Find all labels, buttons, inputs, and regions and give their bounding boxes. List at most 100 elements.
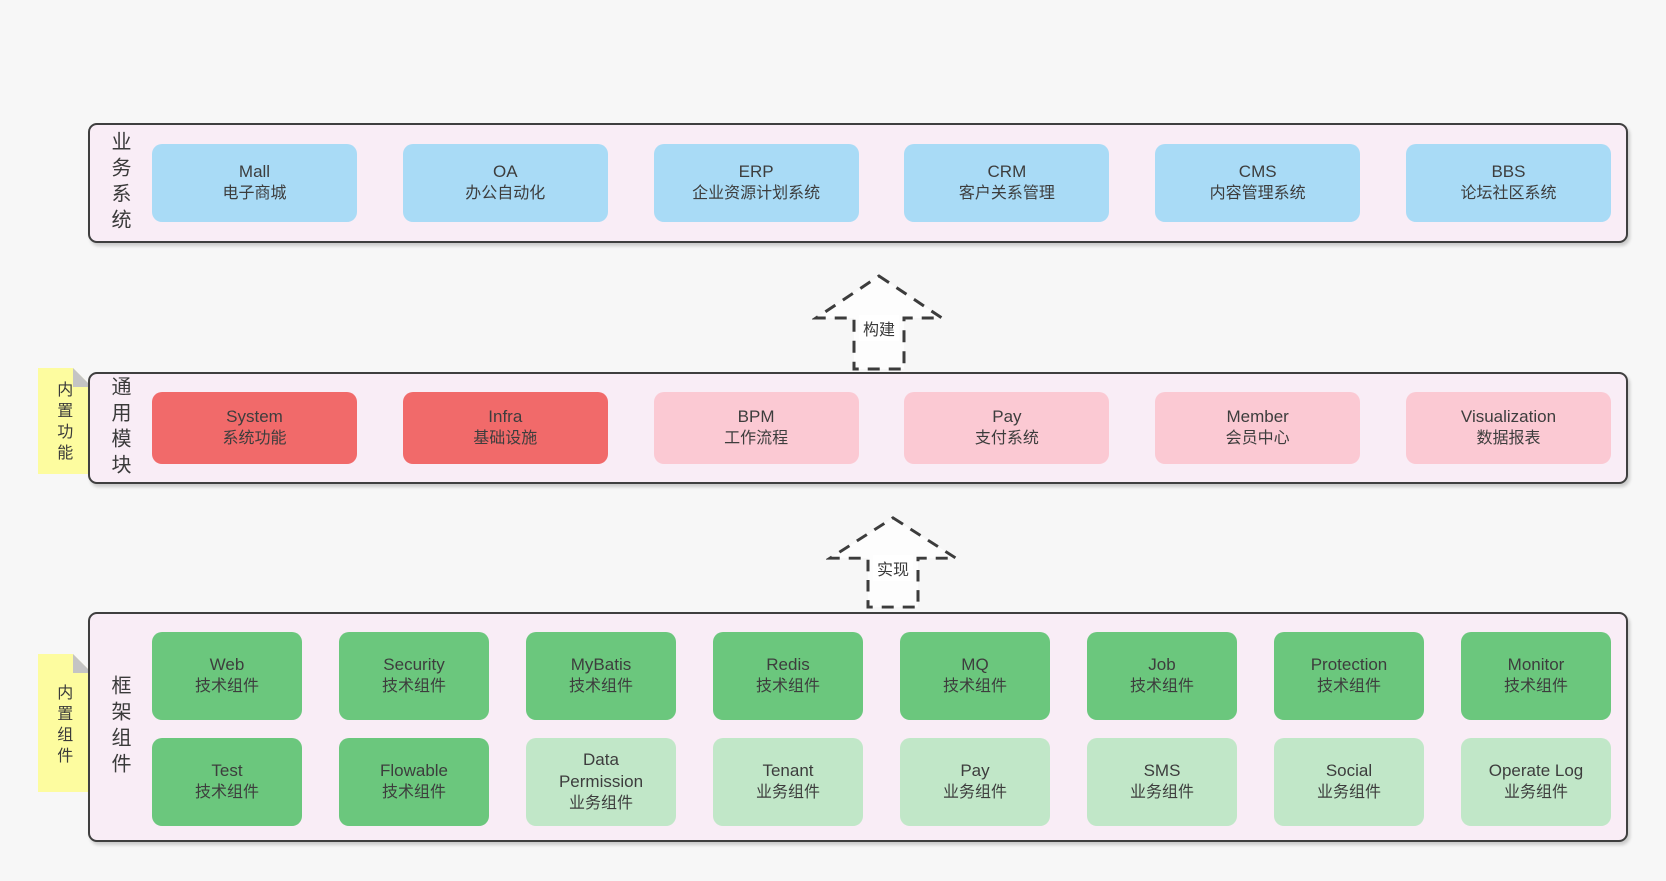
- business-nodes-row: Mall 电子商城 OA 办公自动化 ERP 企业资源计划系统 CRM 客户关系…: [152, 125, 1611, 241]
- node-pay: Pay 支付系统: [904, 392, 1110, 464]
- module-nodes-row: System 系统功能 Infra 基础设施 BPM 工作流程 Pay 支付系统…: [152, 374, 1611, 482]
- node-title: OA: [493, 162, 518, 181]
- node-subtitle: 客户关系管理: [958, 185, 1055, 202]
- node-title: Pay: [960, 761, 990, 780]
- layer-label-business: 业务系统: [108, 131, 130, 235]
- node-mq: MQ 技术组件: [900, 632, 1050, 720]
- node-crm: CRM 客户关系管理: [904, 144, 1110, 222]
- arrow-implement: 实现: [826, 514, 960, 610]
- node-title: ERP: [738, 162, 774, 181]
- node-title: Operate Log: [1488, 761, 1584, 780]
- node-title: Flowable: [379, 761, 449, 780]
- node-title: System: [226, 407, 283, 426]
- node-security: Security 技术组件: [339, 632, 489, 720]
- sticky-note-text: 内置功能: [54, 381, 72, 466]
- node-subtitle: 业务组件: [1503, 784, 1568, 801]
- node-subtitle: 工作流程: [724, 430, 789, 447]
- node-subtitle: 技术组件: [568, 678, 633, 695]
- node-subtitle: 数据报表: [1476, 430, 1541, 447]
- node-visualization: Visualization 数据报表: [1405, 392, 1611, 464]
- node-title: Redis: [766, 655, 810, 674]
- node-title: Web: [209, 655, 245, 674]
- node-title: CRM: [987, 162, 1027, 181]
- node-subtitle: 业务组件: [568, 795, 633, 812]
- node-title: Member: [1226, 407, 1289, 426]
- node-subtitle: 电子商城: [222, 185, 287, 202]
- node-subtitle: 技术组件: [381, 678, 446, 695]
- node-subtitle: 业务组件: [755, 784, 820, 801]
- node-title: Job: [1148, 655, 1176, 674]
- node-subtitle: 企业资源计划系统: [692, 185, 821, 202]
- node-title: BBS: [1491, 162, 1526, 181]
- node-subtitle: 技术组件: [381, 784, 446, 801]
- node-subtitle: 系统功能: [222, 430, 287, 447]
- node-subtitle: 业务组件: [942, 784, 1007, 801]
- node-title: MQ: [961, 655, 989, 674]
- layer-label-components: 框架组件: [108, 675, 130, 779]
- node-subtitle: 会员中心: [1225, 430, 1290, 447]
- node-job: Job 技术组件: [1087, 632, 1237, 720]
- node-title: Social: [1325, 761, 1373, 780]
- sticky-note-built-in-components: 内置组件: [38, 654, 92, 792]
- node-title: Pay: [992, 407, 1022, 426]
- node-pay-biz: Pay 业务组件: [900, 738, 1050, 826]
- node-title: Test: [211, 761, 243, 780]
- node-subtitle: 论坛社区系统: [1460, 185, 1557, 202]
- arrow-build-label: 构建: [858, 315, 900, 341]
- node-monitor: Monitor 技术组件: [1461, 632, 1611, 720]
- node-oa: OA 办公自动化: [402, 144, 608, 222]
- node-operate-log: Operate Log 业务组件: [1461, 738, 1611, 826]
- sticky-note-text: 内置组件: [54, 683, 72, 768]
- component-nodes-row-1: Web 技术组件 Security 技术组件 MyBatis 技术组件 Redi…: [152, 632, 1611, 720]
- node-mall: Mall 电子商城: [152, 144, 357, 222]
- node-title: Visualization: [1460, 407, 1557, 426]
- node-title: Infra: [488, 407, 523, 426]
- node-tenant: Tenant 业务组件: [713, 738, 863, 826]
- node-social: Social 业务组件: [1274, 738, 1424, 826]
- node-subtitle: 内容管理系统: [1209, 185, 1306, 202]
- component-nodes-row-2: Test 技术组件 Flowable 技术组件 Data Permission …: [152, 738, 1611, 826]
- layer-framework-components: 框架组件 Web 技术组件 Security 技术组件 MyBatis 技术组件…: [88, 612, 1628, 842]
- node-title: Security: [383, 655, 445, 674]
- node-subtitle: 业务组件: [1129, 784, 1194, 801]
- arrow-implement-label: 实现: [872, 554, 914, 581]
- node-protection: Protection 技术组件: [1274, 632, 1424, 720]
- node-test: Test 技术组件: [152, 738, 302, 826]
- node-subtitle: 业务组件: [1316, 784, 1381, 801]
- node-subtitle: 技术组件: [194, 678, 259, 695]
- node-member: Member 会员中心: [1155, 392, 1361, 464]
- node-title: Mall: [238, 162, 271, 181]
- node-title: CMS: [1238, 162, 1277, 181]
- node-mybatis: MyBatis 技术组件: [526, 632, 676, 720]
- layer-label-modules: 通用模块: [108, 376, 130, 480]
- node-cms: CMS 内容管理系统: [1155, 144, 1361, 222]
- node-web: Web 技术组件: [152, 632, 302, 720]
- node-bbs: BBS 论坛社区系统: [1405, 144, 1611, 222]
- arrow-build: 构建: [812, 272, 946, 372]
- node-data-permission: Data Permission 业务组件: [526, 738, 676, 826]
- node-subtitle: 技术组件: [1129, 678, 1194, 695]
- node-subtitle: 办公自动化: [465, 185, 546, 202]
- node-subtitle: 支付系统: [974, 430, 1039, 447]
- node-subtitle: 技术组件: [1503, 678, 1568, 695]
- node-system: System 系统功能: [152, 392, 357, 464]
- node-subtitle: 技术组件: [755, 678, 820, 695]
- node-bpm: BPM 工作流程: [653, 392, 859, 464]
- layer-business-systems: 业务系统 Mall 电子商城 OA 办公自动化 ERP 企业资源计划系统 CRM…: [88, 123, 1628, 243]
- node-title: Tenant: [762, 761, 814, 780]
- node-subtitle: 技术组件: [194, 784, 259, 801]
- node-title: SMS: [1143, 761, 1181, 780]
- node-subtitle: 技术组件: [942, 678, 1007, 695]
- node-title: BPM: [737, 407, 775, 426]
- node-subtitle: 基础设施: [473, 430, 538, 447]
- node-subtitle: 技术组件: [1316, 678, 1381, 695]
- node-redis: Redis 技术组件: [713, 632, 863, 720]
- sticky-note-built-in-features: 内置功能: [38, 368, 92, 474]
- node-flowable: Flowable 技术组件: [339, 738, 489, 826]
- node-title: Protection: [1310, 655, 1388, 674]
- node-title: Data Permission: [558, 750, 644, 791]
- node-infra: Infra 基础设施: [402, 392, 608, 464]
- node-erp: ERP 企业资源计划系统: [653, 144, 859, 222]
- node-sms: SMS 业务组件: [1087, 738, 1237, 826]
